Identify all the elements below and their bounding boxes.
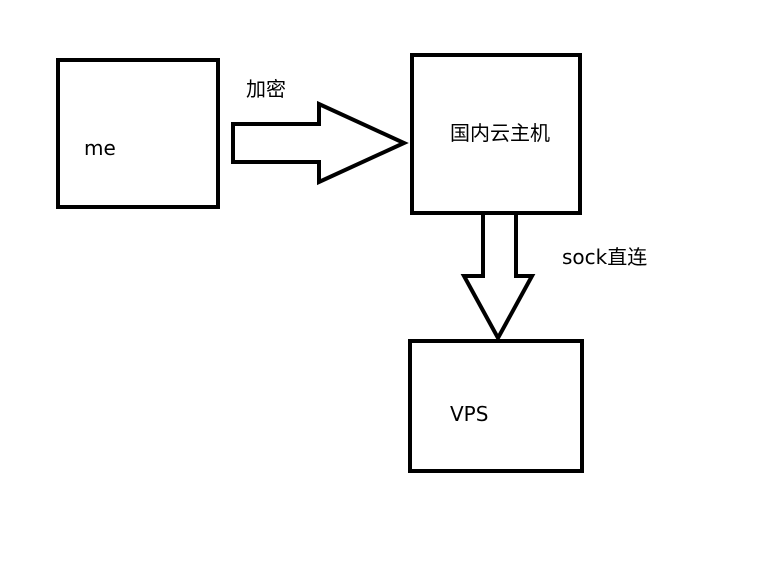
arrow-down-sock	[460, 211, 536, 343]
arrow-right-encrypt	[231, 100, 409, 186]
node-cloud-host-label: 国内云主机	[450, 121, 550, 145]
node-me-box	[56, 58, 220, 209]
edge-encrypt-label: 加密	[246, 77, 286, 101]
edge-sock-label: sock直连	[562, 245, 648, 269]
node-vps-box	[408, 339, 584, 473]
node-vps-label: VPS	[450, 402, 489, 426]
node-me-label: me	[84, 136, 116, 160]
